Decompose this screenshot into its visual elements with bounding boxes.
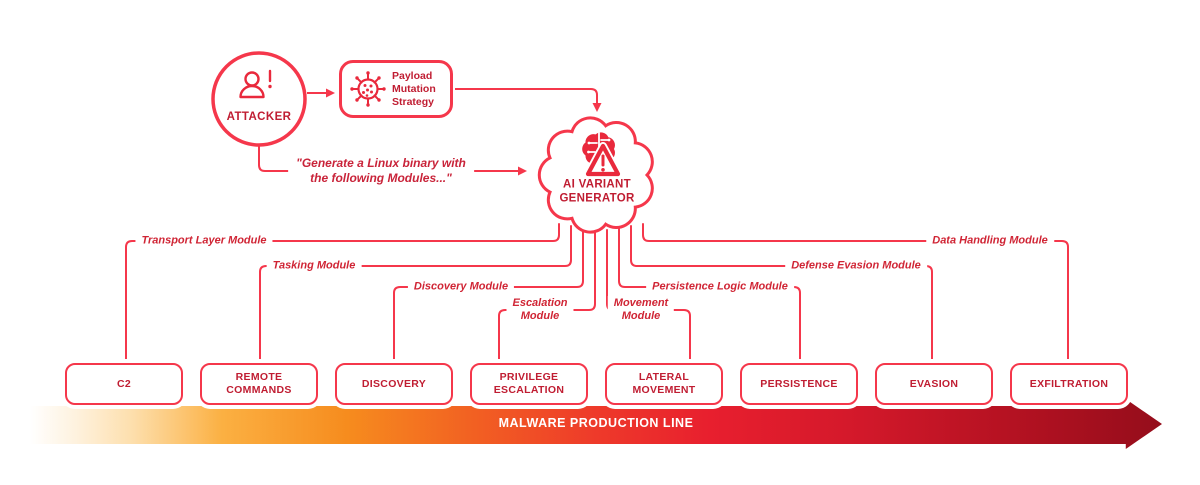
- module-label-persistence-logic: Persistence Logic Module: [646, 279, 794, 295]
- connector-data-handling: [642, 223, 1069, 365]
- stage-box-privilege-escalation: PRIVILEGE ESCALATION: [470, 363, 588, 405]
- module-label-data-handling: Data Handling Module: [926, 233, 1054, 249]
- alert-exclamation-icon: [268, 69, 272, 89]
- attacker-to-payload-arrow: [307, 88, 335, 98]
- payload-to-generator-arrow: [455, 88, 602, 112]
- module-label-discovery: Discovery Module: [407, 279, 515, 295]
- stage-box-exfiltration: EXFILTRATION: [1010, 363, 1128, 405]
- connector-transport-layer: [125, 223, 560, 365]
- stage-box-discovery: DISCOVERY: [335, 363, 453, 405]
- module-label-movement: Movement Module: [607, 296, 675, 324]
- person-icon: [239, 71, 265, 99]
- stage-box-remote-commands: REMOTE COMMANDS: [200, 363, 318, 405]
- module-label-transport-layer: Transport Layer Module: [135, 233, 273, 249]
- module-label-escalation: Escalation Module: [506, 296, 574, 324]
- virus-icon: [350, 71, 386, 107]
- warning-triangle-icon: [584, 142, 622, 178]
- connector-tasking: [259, 225, 572, 365]
- connector-defense-evasion: [630, 225, 933, 365]
- attacker-node: [211, 51, 307, 147]
- payload-mutation-strategy-node: Payload Mutation Strategy: [339, 60, 453, 118]
- module-label-tasking: Tasking Module: [266, 258, 362, 274]
- production-line-label: MALWARE PRODUCTION LINE: [498, 416, 694, 430]
- attacker-label: ATTACKER: [226, 111, 292, 123]
- payload-mutation-strategy-label: Payload Mutation Strategy: [392, 69, 436, 108]
- stage-box-persistence: PERSISTENCE: [740, 363, 858, 405]
- module-label-defense-evasion: Defense Evasion Module: [785, 258, 927, 274]
- ai-variant-generator-label: AI VARIANT GENERATOR: [559, 178, 635, 205]
- prompt-quote: "Generate a Linux binary with the follow…: [288, 155, 474, 187]
- stage-box-c2: C2: [65, 363, 183, 405]
- production-line-arrow: [30, 399, 1162, 449]
- stage-box-evasion: EVASION: [875, 363, 993, 405]
- stage-box-lateral-movement: LATERAL MOVEMENT: [605, 363, 723, 405]
- attacker-prompt-arrow: [258, 146, 527, 176]
